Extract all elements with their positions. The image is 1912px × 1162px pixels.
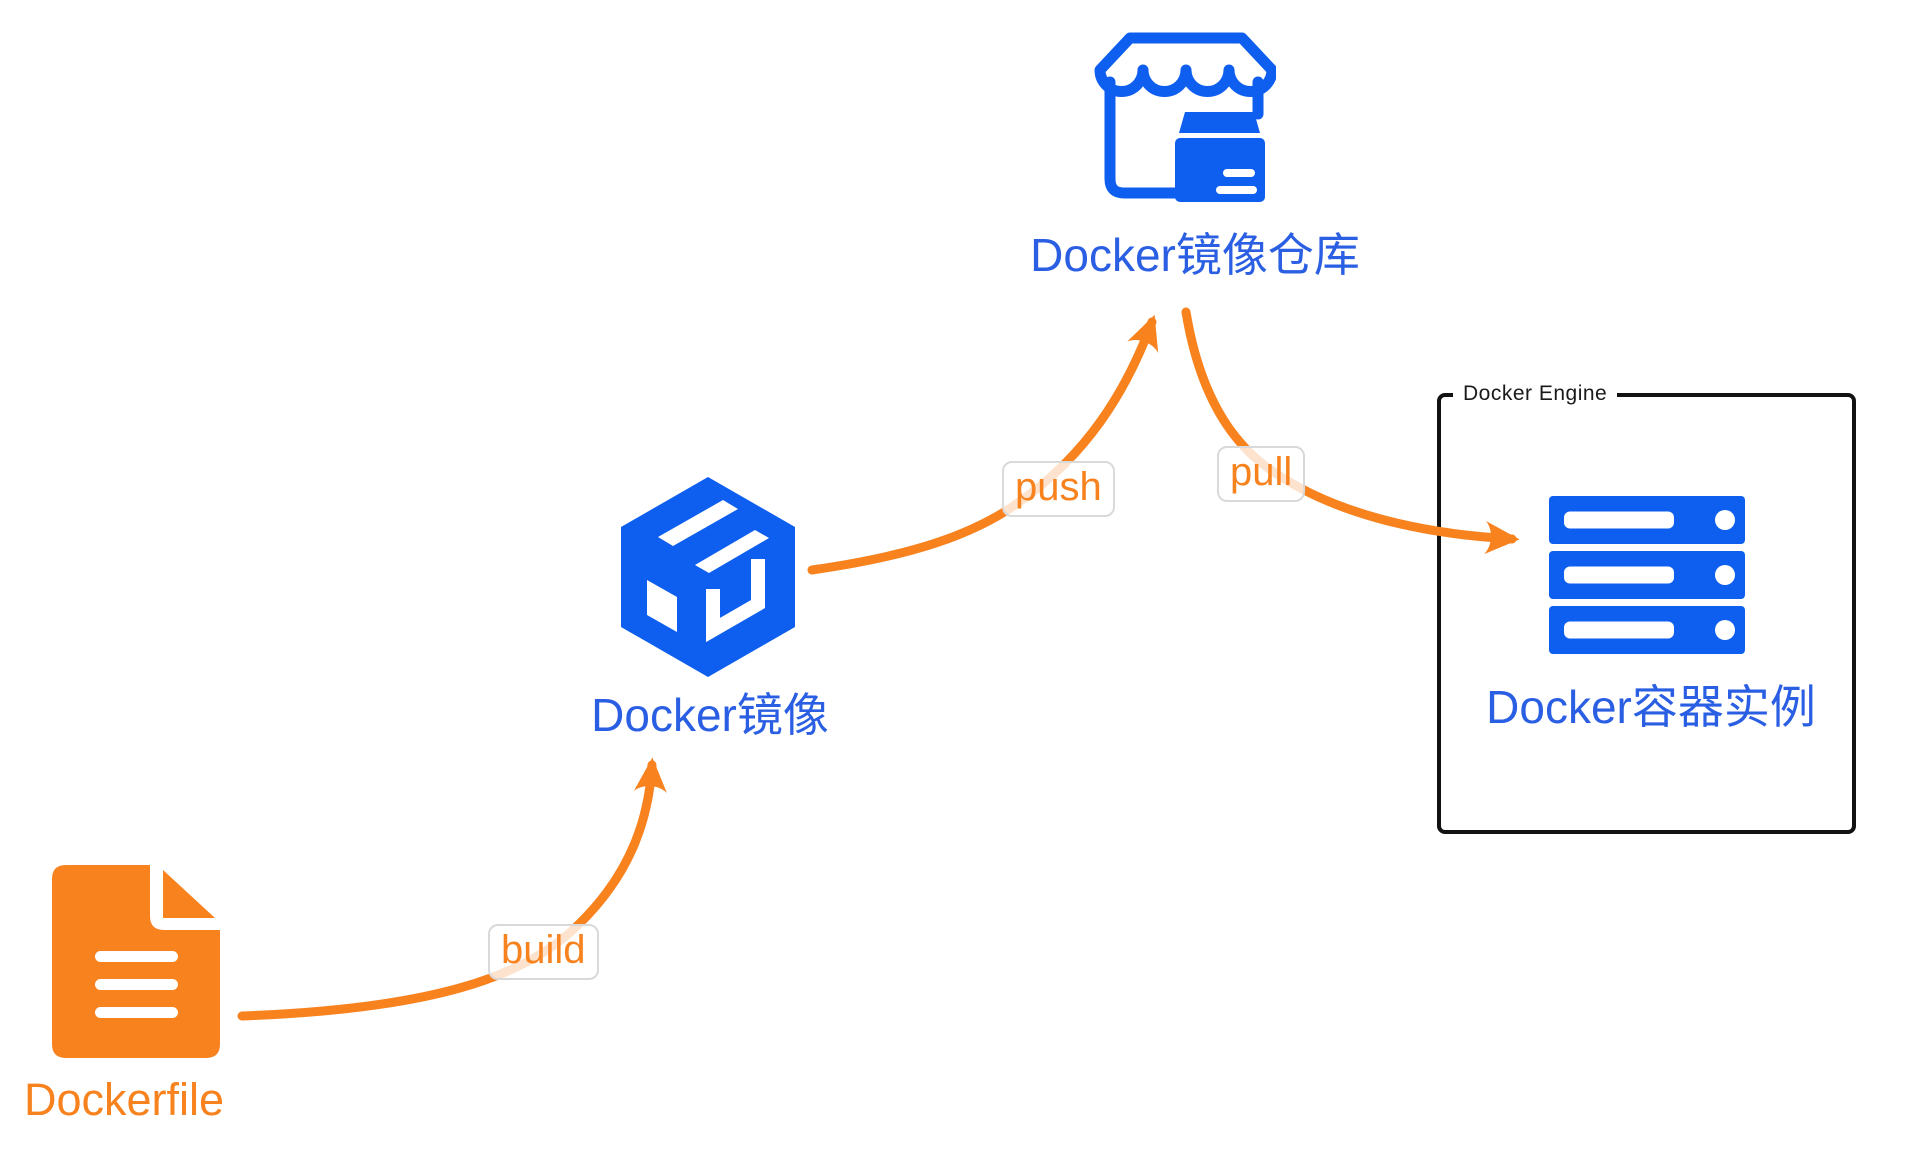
image-label: Docker镜像 — [591, 689, 829, 741]
registry-label: Docker镜像仓库 — [1030, 229, 1360, 281]
edge-label-pull: pull — [1217, 446, 1306, 502]
arrow-push — [807, 314, 1159, 575]
docker-image-cube-icon — [621, 477, 795, 677]
registry-store-icon — [1094, 32, 1276, 202]
dockerfile-document-icon — [52, 865, 220, 1058]
container-servers-icon — [1549, 496, 1745, 654]
docker-engine-legend: Docker Engine — [1453, 381, 1618, 407]
dockerfile-label: Dockerfile — [24, 1074, 225, 1125]
docker-engine-box: Docker Engine Docker容器实例 — [1437, 381, 1856, 834]
edge-label-push: push — [1002, 461, 1115, 517]
container-label: Docker容器实例 — [1486, 681, 1816, 733]
edge-label-build: build — [488, 924, 599, 980]
